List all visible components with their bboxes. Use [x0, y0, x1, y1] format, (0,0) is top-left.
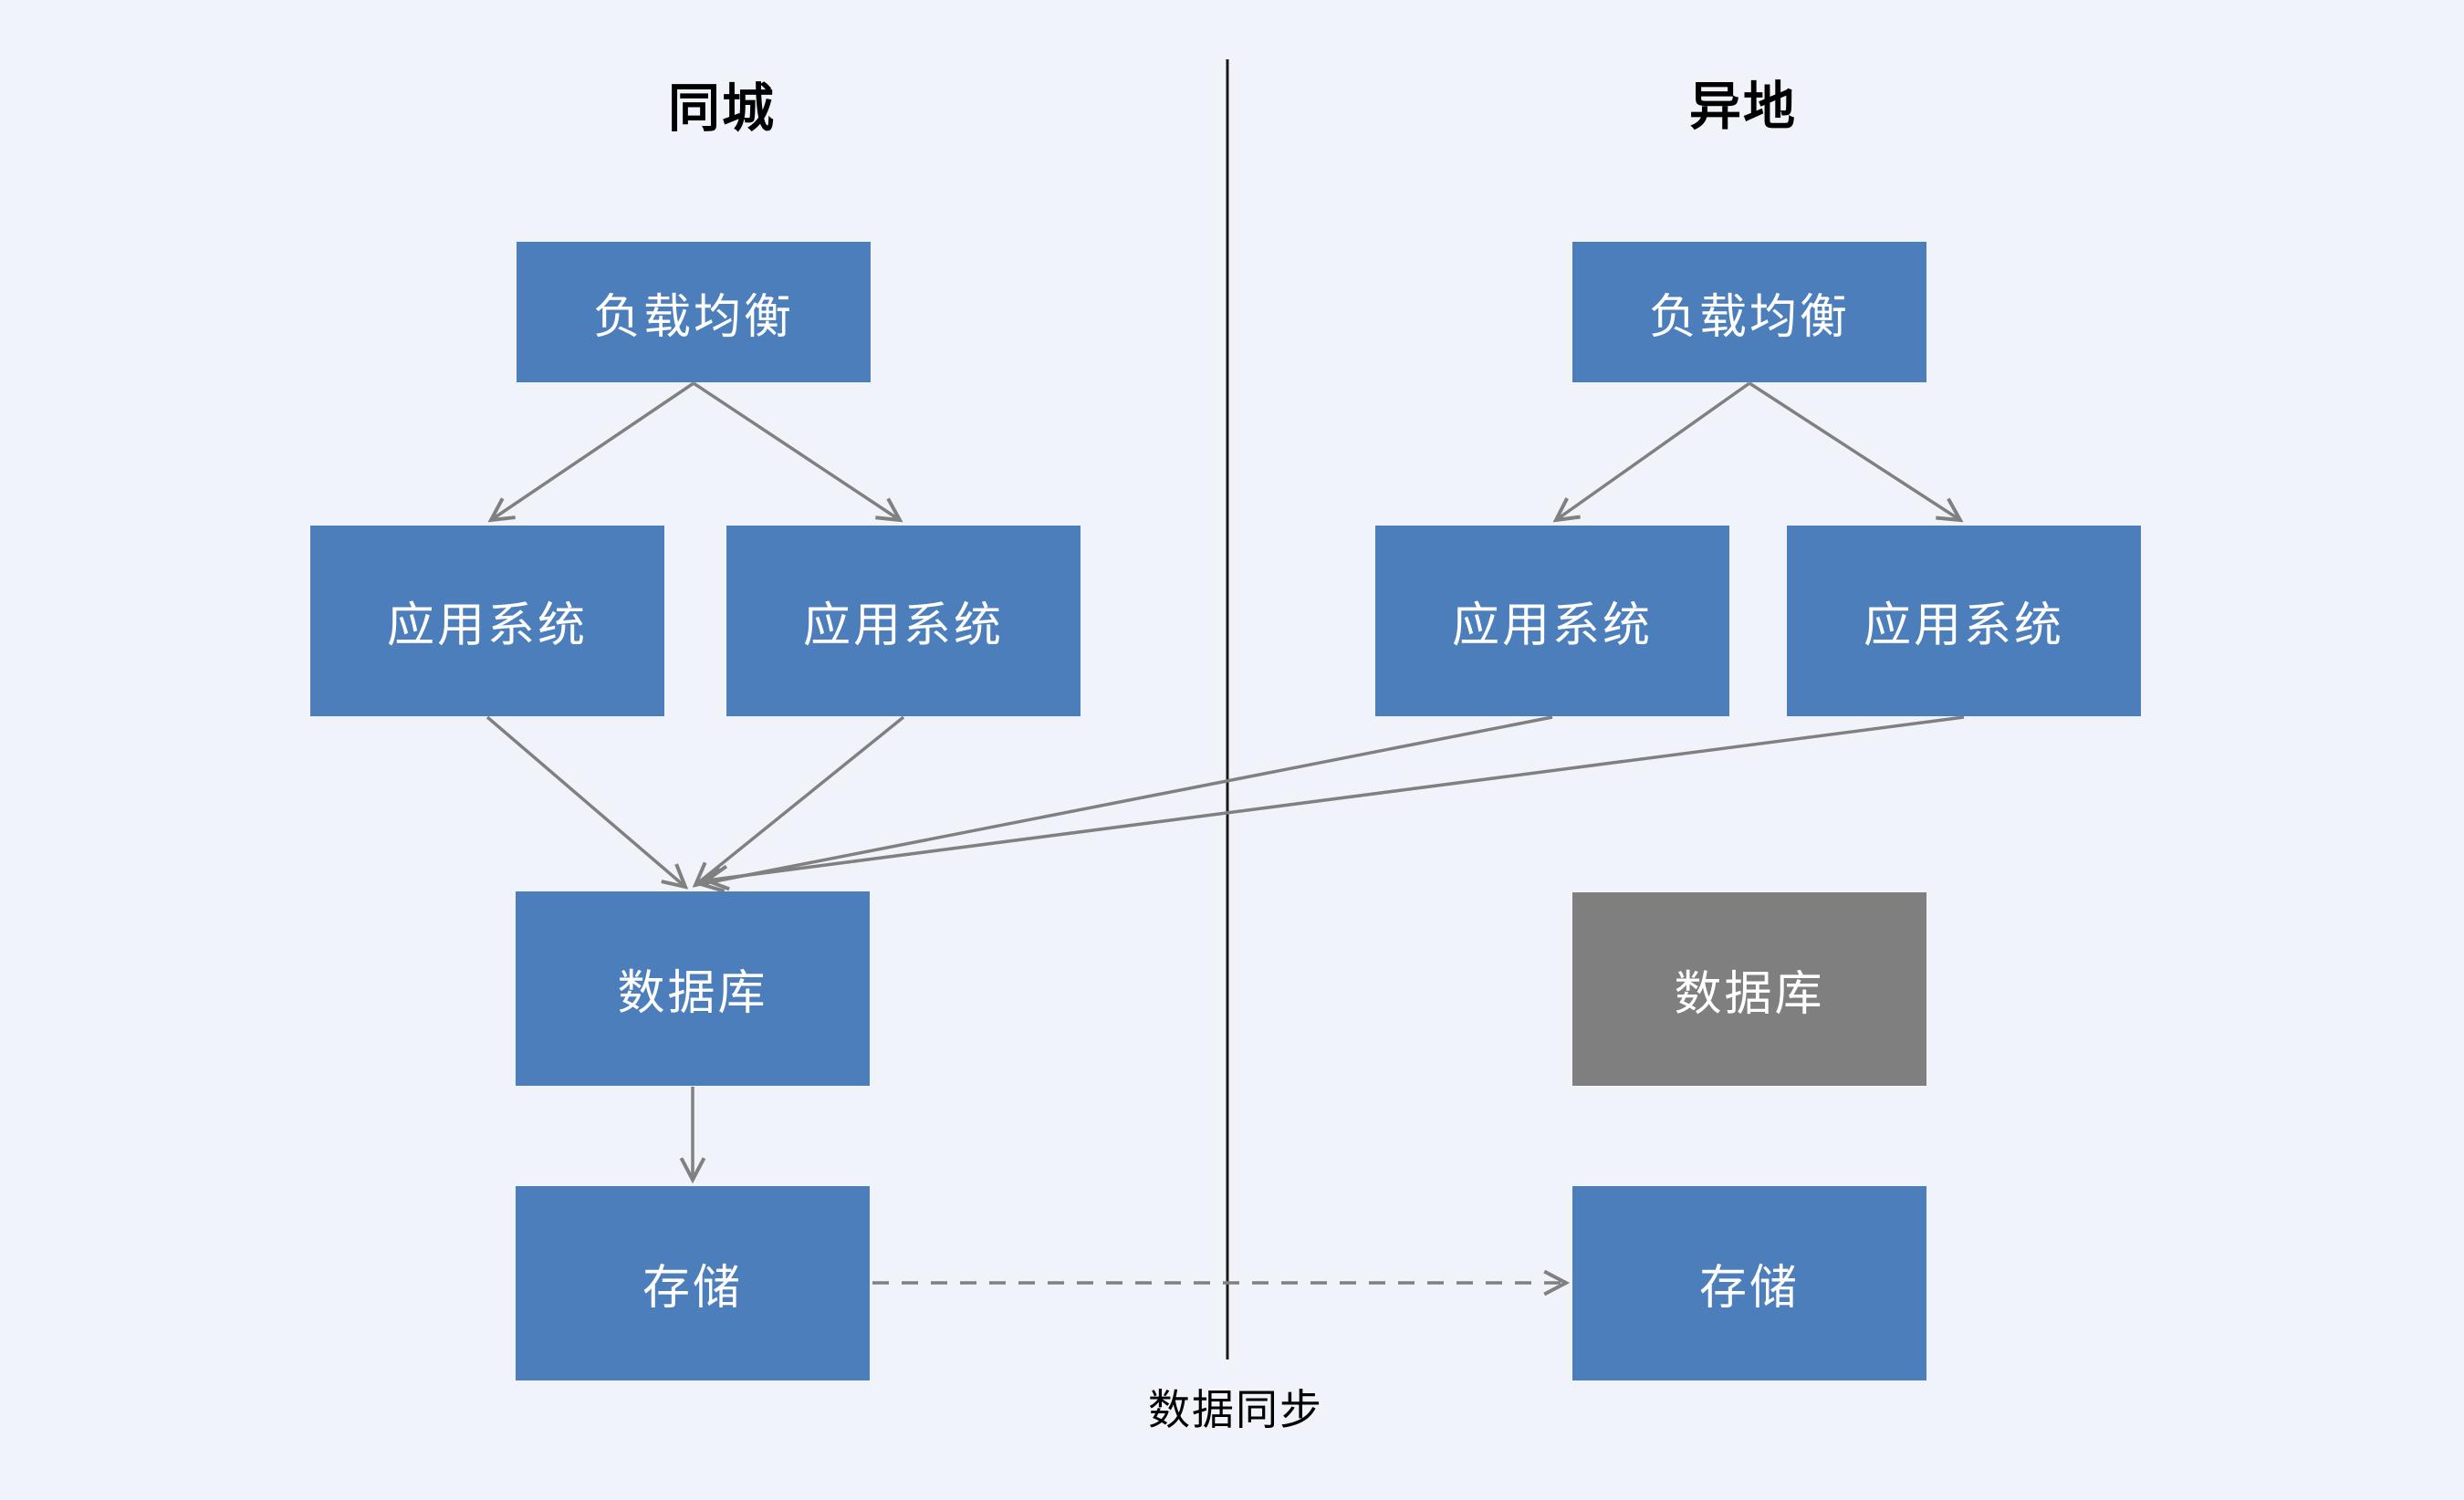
node-local-app-system-2: 应用系统 — [726, 526, 1081, 716]
node-local-storage-label: 存储 — [642, 1262, 743, 1315]
arrow-remote-lb-to-app2-icon — [1749, 381, 1960, 520]
arrow-local-lb-to-app1-icon — [491, 381, 694, 520]
node-local-app-system-1-label: 应用系统 — [386, 599, 588, 652]
arrow-remote-lb-to-app1-icon — [1556, 381, 1751, 520]
node-remote-storage-label: 存储 — [1698, 1262, 1800, 1315]
node-local-storage: 存储 — [516, 1186, 870, 1380]
arrow-remote-app2-to-local-db-icon — [706, 715, 1965, 880]
node-local-database: 数据库 — [516, 891, 870, 1086]
node-remote-load-balancer-label: 负载均衡 — [1648, 290, 1850, 344]
arrow-local-app1-to-db-icon — [485, 715, 685, 887]
node-remote-load-balancer: 负载均衡 — [1572, 242, 1926, 382]
node-remote-app-system-1-label: 应用系统 — [1451, 599, 1653, 652]
node-remote-database-standby: 数据库 — [1572, 892, 1926, 1086]
arrow-remote-app1-to-local-db-icon — [701, 715, 1553, 884]
zone-title-local: 同城 — [668, 79, 776, 138]
node-local-load-balancer-label: 负载均衡 — [592, 290, 794, 344]
node-remote-app-system-2: 应用系统 — [1787, 526, 2141, 716]
arrow-local-lb-to-app2-icon — [693, 381, 900, 520]
node-remote-app-system-2-label: 应用系统 — [1863, 599, 2064, 652]
node-remote-storage: 存储 — [1572, 1186, 1926, 1380]
node-local-app-system-2-label: 应用系统 — [802, 599, 1004, 652]
zone-title-remote: 异地 — [1689, 78, 1797, 136]
node-local-database-label: 数据库 — [617, 967, 768, 1020]
data-sync-label: 数据同步 — [1148, 1386, 1323, 1433]
node-remote-database-label: 数据库 — [1674, 967, 1825, 1021]
arrow-local-app2-to-db-icon — [695, 715, 905, 885]
node-remote-app-system-1: 应用系统 — [1375, 526, 1729, 716]
node-local-load-balancer: 负载均衡 — [517, 242, 871, 382]
node-local-app-system-1: 应用系统 — [310, 526, 664, 716]
